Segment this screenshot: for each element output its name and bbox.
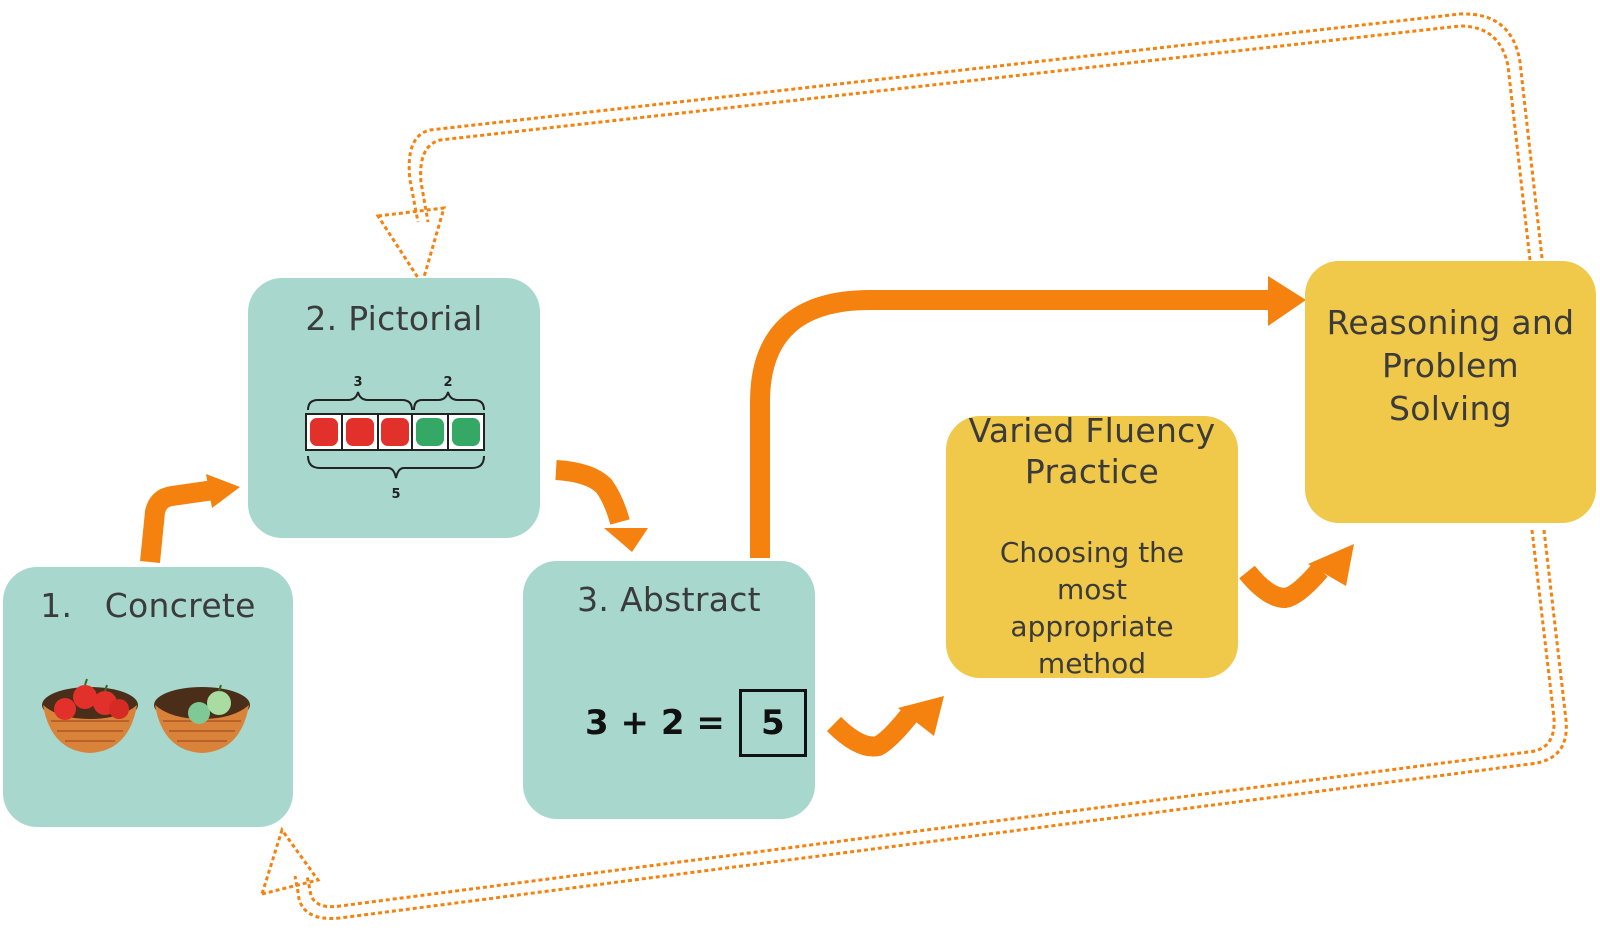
reasoning-title: Reasoning and Problem Solving: [1305, 301, 1596, 430]
reasoning-box: Reasoning and Problem Solving: [1305, 261, 1596, 523]
fluency-sub-line1: Choosing the: [999, 536, 1185, 569]
arrow-pictorial-to-abstract: [555, 460, 648, 552]
arrow-fluency-to-reasoning: [1239, 544, 1354, 609]
arrow-abstract-to-reasoning: [750, 276, 1306, 558]
bar-model-part-right: 2: [443, 375, 452, 390]
varied-fluency-box: Varied Fluency Practice Choosing the mos…: [946, 411, 1238, 680]
abstract-title: 3. Abstract: [577, 580, 761, 619]
fluency-title-line2: Practice: [1024, 452, 1160, 492]
fluency-title: Varied Fluency Practice: [946, 410, 1238, 493]
fluency-sub-line2: most: [1057, 573, 1127, 606]
bar-model-whole: 5: [391, 487, 400, 502]
abstract-stage-box: 3. Abstract 3 + 2 = 5: [523, 561, 815, 819]
concrete-label: Concrete: [104, 586, 256, 625]
fluency-sub-line4: method: [1037, 647, 1147, 680]
reasoning-line3: Solving: [1389, 389, 1512, 428]
reasoning-line1: Reasoning and: [1326, 303, 1575, 342]
red-counter-3: [381, 418, 409, 446]
green-counter-2: [452, 418, 480, 446]
concrete-number: 1.: [40, 586, 73, 625]
red-apple-basket-icon: [42, 678, 138, 753]
equation-left: 3 + 2 =: [585, 703, 725, 743]
green-apple-basket-icon: [154, 684, 250, 753]
apple-baskets-illustration: [42, 678, 250, 753]
pictorial-title: 2. Pictorial: [305, 299, 483, 338]
equation: 3 + 2 = 5: [585, 689, 807, 757]
concrete-stage-box: 1. Concrete: [3, 567, 293, 827]
concrete-title: 1. Concrete: [3, 585, 293, 626]
fluency-sub-line3: appropriate: [1010, 610, 1174, 643]
green-counter-1: [416, 418, 444, 446]
bar-model-illustration: 3 2 5: [305, 375, 485, 502]
red-counter-1: [310, 418, 338, 446]
red-counter-2: [346, 418, 374, 446]
equation-answer-box: 5: [738, 689, 807, 757]
loop-reasoning-to-pictorial: [375, 12, 1544, 288]
reasoning-line2: Problem: [1381, 346, 1520, 385]
fluency-subtitle: Choosing the most appropriate method: [946, 534, 1238, 682]
fluency-title-line1: Varied Fluency: [968, 411, 1216, 450]
pictorial-stage-box: 2. Pictorial 3 2 5: [248, 278, 540, 538]
bar-model-part-left: 3: [353, 375, 362, 390]
arrow-concrete-to-pictorial: [140, 474, 240, 563]
arrow-abstract-to-fluency: [826, 696, 944, 757]
loop-reasoning-to-concrete: [259, 529, 1568, 920]
